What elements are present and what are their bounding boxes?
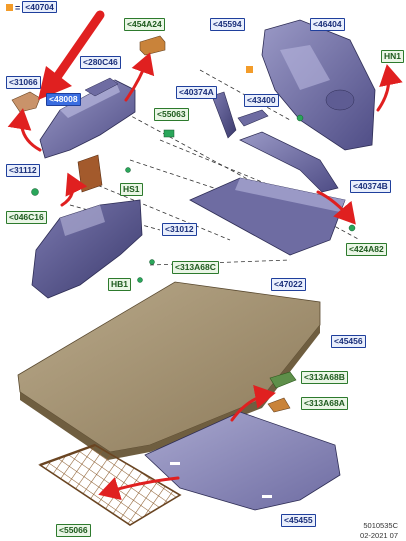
- rear-lower-left-trim-panel: [31, 199, 143, 299]
- callout-45594: <45594: [210, 18, 245, 31]
- red-indicator-arrows: [7, 10, 403, 501]
- callout-55063: <55063: [154, 108, 189, 121]
- legend: =<40704: [6, 1, 57, 13]
- callout-47022: <47022: [271, 278, 306, 291]
- drawing-number: 5010535C: [363, 521, 398, 530]
- callout-46404: <46404: [310, 18, 345, 31]
- bracket-313a68a: [267, 397, 291, 413]
- large-pointer-arrowhead: [38, 66, 72, 100]
- insulator-31112: [77, 154, 103, 193]
- callout-424a82: <424A82: [346, 243, 387, 256]
- callout-55066: <55066: [56, 524, 91, 537]
- callout-046c16: <046C16: [6, 211, 47, 224]
- trim-strip-43400: [237, 109, 269, 127]
- large-pointer-arrow: [50, 10, 105, 85]
- rear-quarter-right-trim-panel: [261, 19, 376, 151]
- legend-equals: =: [15, 2, 21, 13]
- callout-31012: <31012: [162, 223, 197, 236]
- callout-313a68a: <313A68A: [301, 397, 348, 410]
- callout-hs1: HS1: [120, 183, 143, 196]
- pillar-trim-40374a: [211, 91, 237, 139]
- scuff-plate-40374b: [239, 131, 339, 193]
- legend-code: <40704: [22, 1, 57, 13]
- rear-upper-left-trim-panel: [39, 77, 136, 159]
- legend-orange-square: [6, 4, 13, 12]
- callout-40374a: <40374A: [176, 86, 217, 99]
- load-floor-mat-45455: [144, 411, 341, 511]
- callout-hn1: HN1: [381, 50, 405, 63]
- foam-pad-31066: [11, 91, 41, 113]
- callout-45455: <45455: [281, 514, 316, 527]
- drawing-date: 02-2021 07: [360, 531, 398, 540]
- callout-31112: <31112: [6, 164, 40, 177]
- callout-31066: <31066: [6, 76, 41, 89]
- callout-45456: <45456: [331, 335, 366, 348]
- callout-313a68c: <313A68C: [172, 261, 219, 274]
- orange-legend-marker: [246, 66, 253, 73]
- callout-48008: <48008: [46, 93, 81, 106]
- callout-313a68b: <313A68B: [301, 371, 348, 384]
- callout-40374b: <40374B: [350, 180, 391, 193]
- bracket-313a68b: [269, 371, 297, 389]
- callout-hb1: HB1: [108, 278, 132, 291]
- callout-43400: <43400: [244, 94, 279, 107]
- bracket-454a24: [139, 35, 166, 56]
- load-compartment-cover-47022: [189, 177, 346, 256]
- callout-454a24: <454A24: [124, 18, 165, 31]
- callout-280c46: <280C46: [80, 56, 121, 69]
